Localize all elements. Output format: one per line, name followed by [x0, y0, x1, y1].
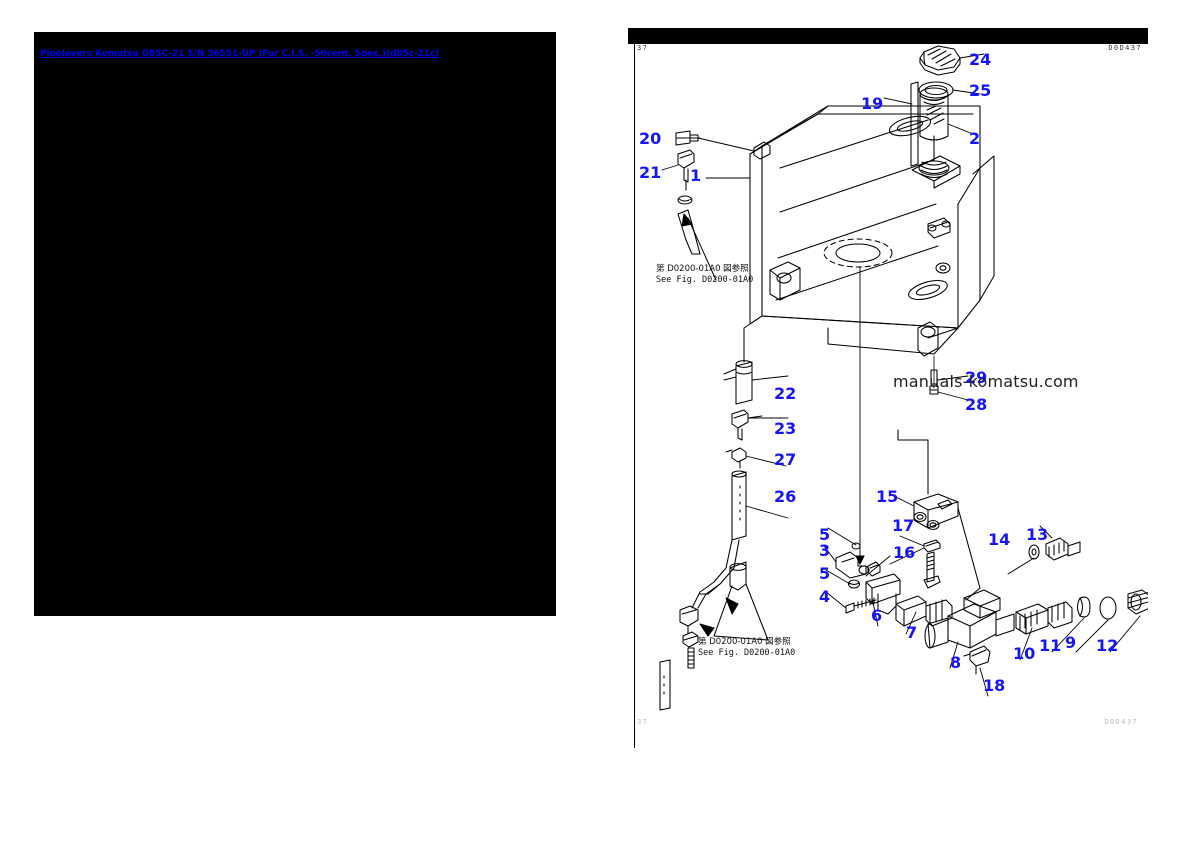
callout-number-7[interactable]: 7: [906, 623, 918, 642]
parts-illustration: [659, 45, 1148, 711]
callout-number-14[interactable]: 14: [988, 530, 1011, 549]
callout-number-15[interactable]: 15: [876, 487, 899, 506]
site-watermark: manuals-komatsu.com: [893, 372, 1079, 391]
callout-number-3[interactable]: 3: [819, 541, 831, 560]
reference-note-2-jp: 第 D0200-01A0 図参照: [698, 637, 791, 647]
callout-number-21[interactable]: 21: [639, 163, 662, 182]
callout-number-5b[interactable]: 5: [819, 564, 831, 583]
reference-note-1-en: See Fig. D0200-01A0: [656, 274, 754, 285]
callout-number-12[interactable]: 12: [1096, 636, 1119, 655]
parts-diagram-panel: 37 D0D437 37 D0D437: [628, 28, 1148, 748]
callout-number-13[interactable]: 13: [1026, 525, 1049, 544]
callout-number-2[interactable]: 2: [969, 129, 981, 148]
callout-number-8[interactable]: 8: [950, 653, 962, 672]
reference-note-1-jp: 第 D0200-01A0 図参照: [656, 264, 749, 274]
reference-note-2-en: See Fig. D0200-01A0: [698, 647, 796, 658]
callout-number-11[interactable]: 11: [1039, 636, 1062, 655]
callout-number-25[interactable]: 25: [969, 81, 992, 100]
callout-number-17[interactable]: 17: [892, 516, 915, 535]
callout-number-29[interactable]: 29: [965, 368, 988, 387]
reference-note-1: 第 D0200-01A0 図参照 See Fig. D0200-01A0: [656, 264, 753, 285]
diagram-frame: [634, 44, 1149, 748]
callout-number-23[interactable]: 23: [774, 419, 797, 438]
callout-number-20[interactable]: 20: [639, 129, 662, 148]
page-code-bottom-right: D0D437: [1104, 718, 1138, 726]
callout-number-26[interactable]: 26: [774, 487, 797, 506]
diagram-header-bar: [628, 28, 1148, 44]
callout-number-1[interactable]: 1: [690, 166, 702, 185]
callout-number-9[interactable]: 9: [1065, 633, 1077, 652]
callout-number-6[interactable]: 6: [871, 606, 883, 625]
callout-number-18[interactable]: 18: [983, 676, 1006, 695]
callout-number-22[interactable]: 22: [774, 384, 797, 403]
callout-number-16[interactable]: 16: [893, 543, 916, 562]
callout-number-4[interactable]: 4: [819, 587, 831, 606]
callout-number-19[interactable]: 19: [861, 94, 884, 113]
callout-number-27[interactable]: 27: [774, 450, 797, 469]
reference-note-2: 第 D0200-01A0 図参照 See Fig. D0200-01A0: [698, 637, 795, 658]
callout-number-28[interactable]: 28: [965, 395, 988, 414]
page-title-link[interactable]: Pipelayers Komatsu D85C-21 S/N 36551-UP …: [40, 49, 440, 59]
callout-number-24[interactable]: 24: [969, 50, 992, 69]
callout-number-10[interactable]: 10: [1013, 644, 1036, 663]
callout-number-5a[interactable]: 5: [819, 525, 831, 544]
page-code-top-right: D0D437: [1108, 44, 1142, 52]
preview-image-placeholder: [34, 32, 556, 616]
page-code-bottom-left: 37: [637, 718, 649, 726]
page-code-top-left: 37: [637, 44, 649, 52]
